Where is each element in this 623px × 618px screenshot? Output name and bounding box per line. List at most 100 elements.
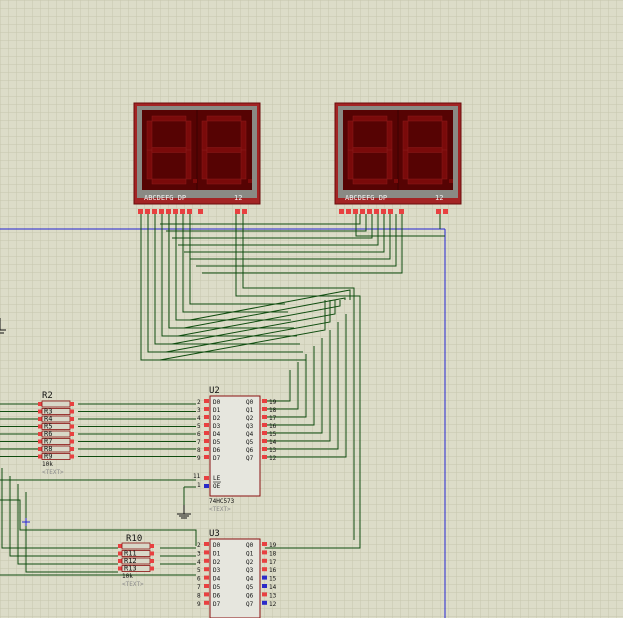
u3-pin-right[interactable] (262, 592, 267, 597)
r2-pin-left[interactable] (38, 409, 42, 414)
display-pin[interactable] (443, 209, 448, 214)
u2-pin-left[interactable] (204, 423, 209, 427)
u3-pin-right[interactable] (262, 600, 267, 605)
wire[interactable] (355, 214, 445, 237)
u3-pin-left[interactable] (204, 592, 209, 597)
r2-pin-left[interactable] (38, 439, 42, 444)
display-pin[interactable] (187, 209, 192, 214)
r2-pin-left[interactable] (38, 417, 42, 421)
wire[interactable] (242, 214, 355, 540)
wire[interactable] (172, 214, 373, 239)
u2-pin-left[interactable] (204, 407, 209, 411)
r2-pin-right[interactable] (70, 424, 74, 429)
u3-pin-left[interactable] (204, 567, 209, 572)
wire[interactable] (171, 300, 336, 345)
wire[interactable] (140, 214, 306, 361)
wire[interactable] (17, 484, 118, 565)
u3-pin-left[interactable] (204, 550, 209, 555)
display-pin[interactable] (242, 209, 247, 214)
wire[interactable] (196, 214, 397, 267)
r2-pin-left[interactable] (38, 402, 42, 406)
wire[interactable] (189, 289, 351, 321)
u2-pin-left[interactable] (204, 399, 209, 403)
u3-pin-right[interactable] (262, 558, 267, 563)
display-pin[interactable] (198, 209, 203, 214)
wire[interactable] (147, 214, 303, 353)
r2-pin-right[interactable] (70, 409, 74, 414)
wire[interactable] (265, 346, 315, 426)
u3-body[interactable] (209, 538, 261, 618)
u3-pin-left[interactable] (204, 558, 209, 563)
r2-pin-right[interactable] (70, 447, 74, 451)
u3-pin-left[interactable] (204, 584, 209, 588)
u2-oe-pin-marker[interactable] (204, 484, 209, 488)
r2-pin-left[interactable] (38, 447, 42, 451)
r10-pin-right[interactable] (150, 544, 154, 548)
wire-group[interactable] (0, 214, 445, 576)
wire[interactable] (265, 354, 307, 418)
r2-resistor[interactable] (41, 400, 71, 408)
r2-pin-right[interactable] (70, 432, 74, 436)
u2-pin-right[interactable] (262, 407, 267, 411)
wire[interactable] (235, 214, 361, 549)
u2-pin-right[interactable] (262, 423, 267, 427)
wire[interactable] (178, 214, 379, 246)
r2-pin-right[interactable] (70, 402, 74, 406)
u3-pin-left[interactable] (204, 542, 209, 546)
wire[interactable] (1, 468, 118, 549)
wire[interactable] (154, 214, 300, 345)
u2-pin-right[interactable] (262, 455, 267, 459)
u2-body[interactable] (209, 395, 261, 497)
display-pin[interactable] (152, 209, 157, 214)
u3-pin-left[interactable] (204, 600, 209, 605)
u2-pin-right[interactable] (262, 447, 267, 451)
u2-pin-left[interactable] (204, 415, 209, 419)
r10-pin-left[interactable] (118, 551, 122, 556)
display-pin[interactable] (159, 209, 164, 214)
wire[interactable] (182, 214, 288, 313)
display-pin[interactable] (138, 209, 143, 214)
wire[interactable] (184, 214, 385, 253)
r10-resistor[interactable] (121, 542, 151, 550)
display-pin[interactable] (388, 209, 393, 214)
r10-pin-right[interactable] (150, 559, 154, 563)
wire[interactable] (168, 214, 294, 329)
r2-pin-left[interactable] (38, 432, 42, 436)
display-pin[interactable] (360, 209, 365, 214)
wire[interactable] (202, 214, 403, 274)
wire[interactable] (265, 330, 331, 442)
r10-pin-right[interactable] (150, 566, 154, 571)
display-pin[interactable] (399, 209, 404, 214)
u3-pin-right[interactable] (262, 575, 267, 580)
wire[interactable] (183, 297, 346, 329)
u3-pin-right[interactable] (262, 550, 267, 555)
r2-pin-left[interactable] (38, 424, 42, 429)
display-pin[interactable] (166, 209, 171, 214)
wire[interactable] (265, 338, 323, 434)
display-pin[interactable] (145, 209, 150, 214)
display-pin[interactable] (367, 209, 372, 214)
r2-pin-right[interactable] (70, 454, 74, 459)
r10-pin-left[interactable] (118, 566, 122, 571)
display-pin[interactable] (339, 209, 344, 214)
wire[interactable] (265, 362, 299, 410)
display-pin[interactable] (173, 209, 178, 214)
wire[interactable] (166, 214, 367, 232)
u2-pin-left[interactable] (204, 431, 209, 435)
r10-pin-right[interactable] (150, 551, 154, 556)
display-pin[interactable] (436, 209, 441, 214)
r10-pin-left[interactable] (118, 559, 122, 563)
u3-pin-right[interactable] (262, 584, 267, 588)
display-pin[interactable] (353, 209, 358, 214)
u2-pin-right[interactable] (262, 399, 267, 403)
wire[interactable] (175, 214, 291, 321)
wire[interactable] (190, 214, 391, 260)
wire[interactable] (165, 300, 331, 353)
u2-pin-left[interactable] (204, 439, 209, 443)
r2-pin-right[interactable] (70, 439, 74, 444)
